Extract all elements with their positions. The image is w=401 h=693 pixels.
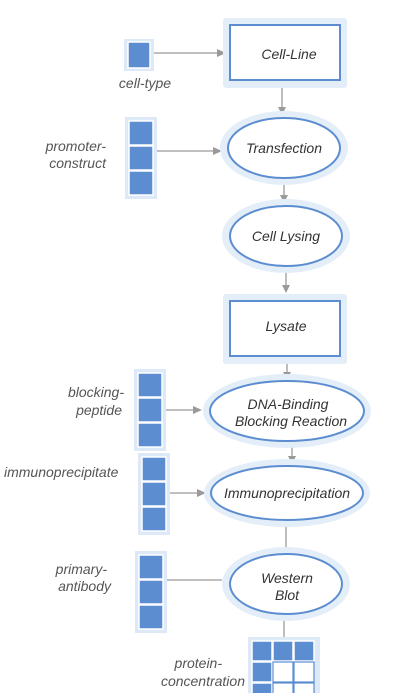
output-protein-concentration-matrix[interactable] bbox=[248, 637, 320, 693]
arrowhead-icon bbox=[278, 107, 286, 115]
arrowhead-icon bbox=[282, 285, 290, 293]
label-promoter-line1: promoter- bbox=[45, 138, 107, 154]
input-blocking-peptide-array[interactable] bbox=[134, 369, 166, 451]
node-cell-line[interactable]: Cell-Line bbox=[223, 18, 347, 88]
label-blocking-line1: blocking- bbox=[68, 384, 124, 400]
node-dna-binding-label-line2: Blocking Reaction bbox=[235, 413, 347, 429]
input-primary-antibody-array[interactable] bbox=[135, 551, 167, 633]
arrowhead-icon bbox=[197, 489, 206, 497]
node-cell-line-label: Cell-Line bbox=[261, 46, 316, 62]
node-transfection[interactable]: Transfection bbox=[220, 111, 348, 185]
node-transfection-label: Transfection bbox=[246, 140, 322, 156]
label-blocking-line2: peptide bbox=[75, 402, 122, 418]
node-western-label-line1: Western bbox=[261, 570, 313, 586]
arrowhead-icon bbox=[280, 195, 288, 203]
node-immunoprecipitation[interactable]: Immunoprecipitation bbox=[204, 459, 370, 527]
node-dna-binding-blocking-reaction[interactable]: DNA-Binding Blocking Reaction bbox=[203, 374, 371, 448]
node-lysate-label: Lysate bbox=[266, 318, 307, 334]
input-immunoprecipitate-array[interactable] bbox=[138, 453, 170, 535]
arrowhead-icon bbox=[213, 147, 222, 155]
node-cell-lysing[interactable]: Cell Lysing bbox=[222, 199, 350, 273]
arrowhead-icon bbox=[193, 406, 202, 414]
label-primary-line2: antibody bbox=[58, 578, 112, 594]
node-lysate[interactable]: Lysate bbox=[223, 294, 347, 364]
node-western-label-line2: Blot bbox=[275, 587, 300, 603]
input-promoter-construct-array[interactable] bbox=[125, 117, 157, 199]
node-dna-binding-label-line1: DNA-Binding bbox=[248, 396, 329, 412]
label-primary-line1: primary- bbox=[55, 561, 108, 577]
node-immunoprecipitation-label: Immunoprecipitation bbox=[224, 485, 350, 501]
label-immunoprecipitate: immunoprecipitate bbox=[4, 464, 119, 480]
label-promoter-line2: construct bbox=[49, 155, 107, 171]
node-cell-lysing-label: Cell Lysing bbox=[252, 228, 320, 244]
label-cell-type: cell-type bbox=[119, 75, 171, 91]
input-cell-type-array[interactable] bbox=[124, 39, 154, 71]
label-protein-line2: concentration bbox=[161, 673, 245, 689]
label-protein-line1: protein- bbox=[174, 655, 223, 671]
node-western-blot[interactable]: Western Blot bbox=[222, 547, 350, 621]
arrowhead-icon bbox=[217, 49, 226, 57]
